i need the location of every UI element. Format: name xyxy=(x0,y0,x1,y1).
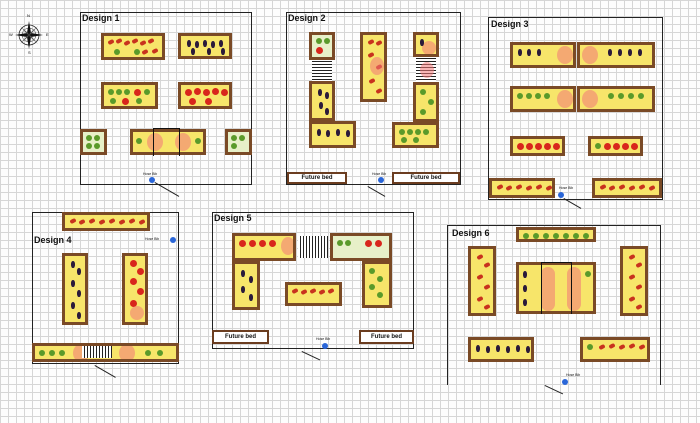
bed[interactable] xyxy=(468,337,534,362)
design-4-title: Design 4 xyxy=(34,235,72,245)
compass-west-label: W xyxy=(9,32,13,37)
design-1-frame xyxy=(80,12,252,185)
hose-bib-icon[interactable] xyxy=(558,192,564,198)
bed[interactable] xyxy=(178,33,232,59)
bed[interactable] xyxy=(580,337,650,362)
trellis-frame xyxy=(571,262,572,314)
hose-bib-label: Hose Bib xyxy=(372,172,387,176)
bed[interactable] xyxy=(330,233,392,261)
bed[interactable] xyxy=(285,282,342,306)
hose-bib-label: Hose Bib xyxy=(316,337,331,341)
bed[interactable] xyxy=(588,136,643,156)
bed[interactable] xyxy=(577,86,655,112)
hose-line xyxy=(367,186,386,197)
bed[interactable] xyxy=(516,227,596,242)
bed[interactable] xyxy=(62,253,88,325)
bed[interactable] xyxy=(122,253,148,325)
hose-line xyxy=(544,385,564,395)
hose-bib-label: Hose Bib xyxy=(566,373,581,377)
design-3-title: Design 3 xyxy=(491,19,529,29)
bed[interactable] xyxy=(620,246,648,316)
bed[interactable] xyxy=(232,233,296,261)
future-bed[interactable]: Future bed xyxy=(212,330,269,344)
trellis xyxy=(82,346,112,358)
compass-north-label: N xyxy=(27,13,30,18)
bed[interactable] xyxy=(101,82,158,109)
design-2-title: Design 2 xyxy=(288,13,326,23)
hose-bib-icon[interactable] xyxy=(322,343,328,349)
design-6-title: Design 6 xyxy=(452,228,490,238)
design-2-frame xyxy=(286,12,461,185)
bed[interactable] xyxy=(510,86,576,112)
hose-bib-icon[interactable] xyxy=(562,379,568,385)
bed[interactable] xyxy=(232,261,260,310)
bed[interactable] xyxy=(413,32,439,57)
trellis-frame xyxy=(179,128,180,156)
bed[interactable] xyxy=(80,129,107,155)
bed[interactable] xyxy=(510,136,565,156)
trellis-frame xyxy=(541,262,542,314)
compass-south-label: S xyxy=(28,50,31,55)
trellis-frame xyxy=(153,128,179,129)
hose-bib-label: Hose Bib xyxy=(143,172,158,176)
bed[interactable] xyxy=(468,246,496,316)
bed[interactable] xyxy=(101,33,165,60)
bed[interactable] xyxy=(309,121,356,148)
design-5-frame xyxy=(212,212,414,349)
hose-line xyxy=(94,365,116,378)
future-bed[interactable]: Future bed xyxy=(392,172,460,184)
future-bed[interactable]: Future bed xyxy=(287,172,347,184)
hose-bib-icon[interactable] xyxy=(149,177,155,183)
bed[interactable] xyxy=(516,262,596,314)
hose-line xyxy=(301,351,321,361)
trellis-frame xyxy=(153,128,154,156)
future-bed[interactable]: Future bed xyxy=(359,330,414,344)
compass-rose-icon xyxy=(15,21,43,49)
trellis xyxy=(298,236,328,258)
bed[interactable] xyxy=(592,178,662,198)
bed[interactable] xyxy=(62,212,150,231)
bed[interactable] xyxy=(489,178,555,198)
bed[interactable] xyxy=(309,32,335,60)
bed[interactable] xyxy=(510,42,576,68)
bed[interactable] xyxy=(32,343,179,362)
trellis xyxy=(312,60,332,82)
bed[interactable] xyxy=(309,81,335,121)
bed[interactable] xyxy=(577,42,655,68)
bed[interactable] xyxy=(130,129,206,155)
design-6-frame xyxy=(447,225,661,385)
design-1-title: Design 1 xyxy=(82,13,120,23)
bed[interactable] xyxy=(178,82,232,109)
compass-east-label: E xyxy=(46,32,49,37)
bed[interactable] xyxy=(413,82,439,122)
hose-bib-icon[interactable] xyxy=(378,177,384,183)
design-3-frame xyxy=(488,17,663,200)
hose-bib-label: Hose Bib xyxy=(559,186,574,190)
trellis-frame xyxy=(541,262,571,263)
design-5-title: Design 5 xyxy=(214,213,252,223)
hose-bib-label: Hose Bib xyxy=(145,237,160,241)
bed[interactable] xyxy=(362,261,392,308)
hose-bib-icon[interactable] xyxy=(170,237,176,243)
bed[interactable] xyxy=(392,122,439,148)
bed[interactable] xyxy=(225,129,252,155)
bed[interactable] xyxy=(360,32,387,102)
